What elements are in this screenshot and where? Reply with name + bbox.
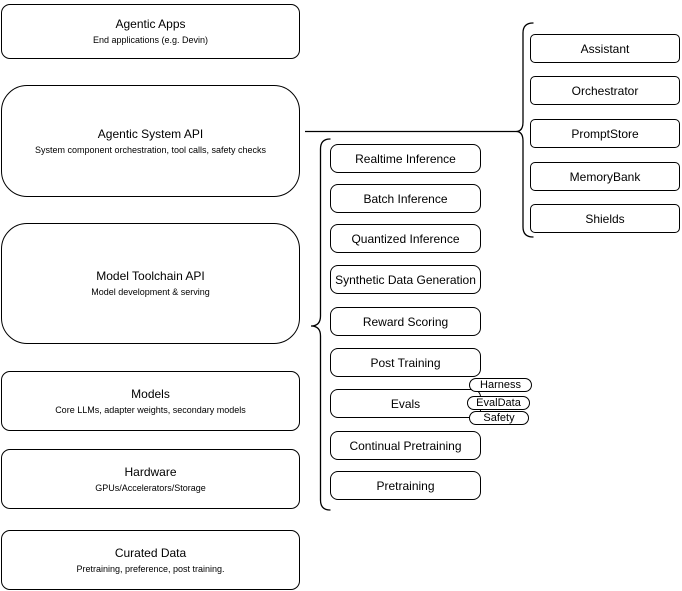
toolchain-brace [310, 138, 331, 511]
node-agentic-system-api: Agentic System API System component orch… [1, 85, 300, 197]
evals-tag-harness: Harness [469, 378, 532, 392]
toolchain-item-synthetic-data-generation: Synthetic Data Generation [330, 265, 481, 294]
leaf-label: Assistant [580, 41, 630, 56]
node-hardware: Hardware GPUs/Accelerators/Storage [1, 449, 300, 509]
leaf-label: Evals [390, 396, 421, 411]
node-title: Curated Data [114, 545, 187, 560]
leaf-label: Continual Pretraining [349, 438, 462, 453]
node-title: Hardware [124, 464, 177, 479]
toolchain-item-evals: Evals [330, 389, 481, 418]
node-agentic-apps: Agentic Apps End applications (e.g. Devi… [1, 4, 300, 59]
component-memorybank: MemoryBank [530, 162, 680, 191]
leaf-label: Reward Scoring [362, 314, 449, 329]
node-subtitle: GPUs/Accelerators/Storage [95, 482, 206, 493]
evals-tag-evaldata: EvalData [467, 396, 530, 410]
component-promptstore: PromptStore [530, 119, 680, 148]
toolchain-item-continual-pretraining: Continual Pretraining [330, 431, 481, 460]
leaf-label: Batch Inference [363, 191, 448, 206]
toolchain-item-pretraining: Pretraining [330, 471, 481, 500]
node-title: Agentic System API [97, 126, 204, 141]
node-models: Models Core LLMs, adapter weights, secon… [1, 371, 300, 431]
node-model-toolchain-api: Model Toolchain API Model development & … [1, 223, 300, 344]
evals-tag-safety: Safety [469, 411, 529, 425]
pill-label: EvalData [476, 396, 521, 409]
node-subtitle: Model development & serving [91, 287, 210, 297]
component-assistant: Assistant [530, 34, 680, 63]
leaf-label: MemoryBank [569, 169, 641, 184]
node-title: Agentic Apps [115, 17, 186, 31]
node-title: Model Toolchain API [96, 269, 205, 283]
toolchain-item-batch-inference: Batch Inference [330, 184, 481, 213]
leaf-label: Synthetic Data Generation [335, 272, 476, 287]
toolchain-item-quantized-inference: Quantized Inference [330, 224, 481, 253]
toolchain-item-reward-scoring: Reward Scoring [330, 307, 481, 336]
leaf-label: Shields [585, 211, 625, 226]
node-curated-data: Curated Data Pretraining, preference, po… [1, 530, 300, 590]
components-brace [515, 22, 534, 238]
leaf-label: PromptStore [571, 126, 639, 141]
pill-label: Safety [483, 411, 515, 424]
leaf-label: Post Training [370, 355, 441, 370]
leaf-label: Quantized Inference [351, 231, 460, 246]
node-subtitle: System component orchestration, tool cal… [34, 144, 267, 155]
node-title: Models [131, 386, 170, 401]
node-subtitle: Pretraining, preference, post training. [76, 563, 225, 574]
pill-label: Harness [480, 378, 521, 391]
toolchain-item-post-training: Post Training [330, 348, 481, 377]
node-subtitle: End applications (e.g. Devin) [92, 35, 209, 45]
leaf-label: Orchestrator [571, 83, 639, 98]
component-orchestrator: Orchestrator [530, 76, 680, 105]
component-shields: Shields [530, 204, 680, 233]
leaf-label: Realtime Inference [355, 151, 456, 166]
node-subtitle: Core LLMs, adapter weights, secondary mo… [55, 404, 246, 415]
toolchain-item-realtime-inference: Realtime Inference [330, 144, 481, 173]
leaf-label: Pretraining [376, 478, 435, 493]
